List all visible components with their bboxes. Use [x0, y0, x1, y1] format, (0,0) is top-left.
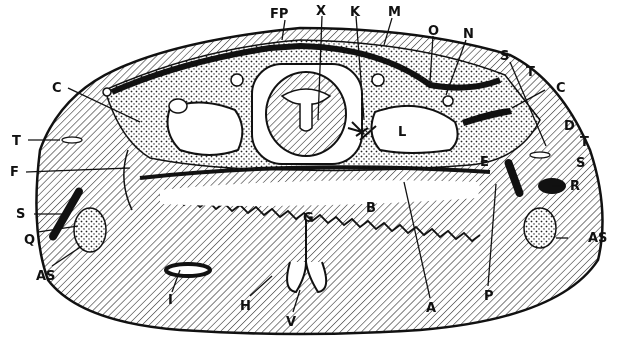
label-C-right: C — [556, 81, 566, 96]
label-A: A — [426, 301, 436, 316]
label-F: F — [10, 165, 19, 180]
label-S-right: S — [576, 156, 585, 171]
label-C-left: C — [52, 81, 62, 96]
structure-T-right — [530, 152, 550, 158]
label-L: L — [398, 125, 406, 140]
organ-AS-left — [74, 208, 106, 252]
organ-AS-right — [524, 208, 556, 248]
label-AS-right: AS — [588, 231, 607, 246]
label-G: G — [303, 211, 314, 226]
label-X: X — [316, 4, 326, 19]
label-K: K — [350, 5, 361, 20]
vessel-right-dorsal — [372, 74, 384, 86]
label-FP: FP — [270, 7, 288, 22]
label-E: E — [480, 155, 489, 170]
label-B: B — [366, 201, 376, 216]
label-P: P — [484, 289, 494, 304]
vessel-top-left — [103, 88, 111, 96]
label-H: H — [240, 299, 251, 314]
label-T-top: T — [526, 65, 535, 80]
label-D: D — [564, 119, 575, 134]
label-T-right: T — [580, 135, 589, 150]
label-R: R — [570, 179, 580, 194]
label-O: O — [428, 24, 439, 39]
vessel-O — [443, 96, 453, 106]
label-V: V — [286, 315, 296, 330]
label-Q: Q — [24, 233, 35, 248]
organ-I — [166, 264, 210, 276]
vessel-left-dorsal — [231, 74, 243, 86]
label-S-left: S — [16, 207, 25, 222]
label-AS-left: AS — [36, 269, 55, 284]
label-I: I — [168, 293, 173, 308]
structure-T-left — [62, 137, 82, 143]
label-M: M — [388, 5, 401, 20]
label-S-top: S — [500, 49, 509, 64]
left-vessel — [169, 99, 187, 113]
label-N: N — [463, 27, 474, 42]
label-T-left: T — [12, 134, 21, 149]
